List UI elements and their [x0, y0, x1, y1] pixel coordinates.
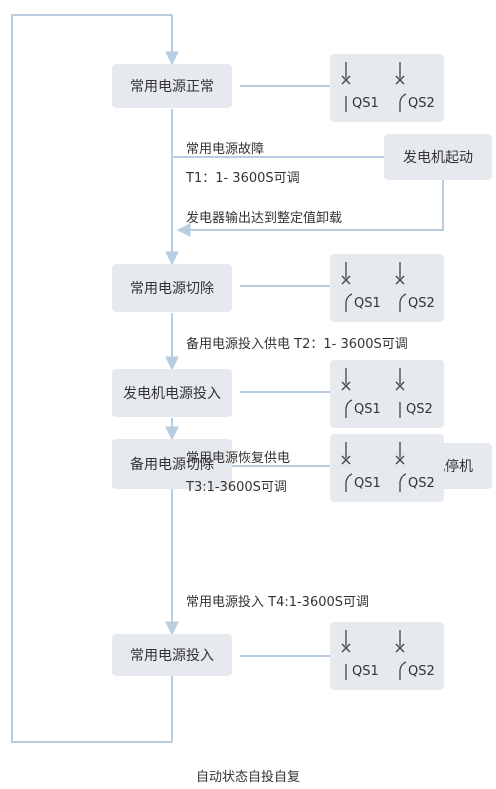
qs1-label: QS1 — [354, 402, 381, 417]
switch-symbols-5 — [341, 630, 407, 680]
generator-start-box: 发电机起动 — [384, 134, 492, 180]
qs1-label: QS1 — [354, 296, 381, 311]
label-backup-on-t2: 备用电源投入供电 T2：1- 3600S可调 — [186, 337, 408, 352]
state-normal-power: 常用电源正常 — [112, 64, 232, 108]
label-t1: T1：1- 3600S可调 — [186, 171, 300, 186]
switch-panel-2: QS1 QS2 — [330, 254, 444, 322]
switch-panel-4: QS1 QS2 — [330, 434, 444, 502]
switch-panel-5: QS1 QS2 — [330, 622, 444, 690]
qs2-label: QS2 — [406, 402, 433, 417]
switch-panel-3: QS1 QS2 — [330, 360, 444, 428]
qs1-label: QS1 — [352, 96, 379, 111]
state-generator-on: 发电机电源投入 — [112, 369, 232, 417]
switch-panel-1: QS1 QS2 — [330, 54, 444, 122]
switch-symbols-3 — [341, 368, 405, 418]
qs2-label: QS2 — [408, 476, 435, 491]
label-normal-restore: 常用电源恢复供电 — [186, 451, 291, 466]
qs1-label: QS1 — [354, 476, 381, 491]
qs2-label: QS2 — [408, 296, 435, 311]
qs2-label: QS2 — [408, 664, 435, 679]
qs1-label: QS1 — [352, 664, 379, 679]
gen-feedback-line — [176, 180, 444, 237]
return-loop-line — [11, 14, 172, 743]
label-normal-fault: 常用电源故障 — [186, 142, 265, 157]
label-normal-on-t4: 常用电源投入 T4:1-3600S可调 — [186, 595, 370, 610]
state-backup-cut: 备用电源切除 — [112, 439, 232, 489]
switch-symbols-4 — [341, 442, 407, 492]
switch-symbols-2 — [341, 262, 407, 312]
state-normal-cut: 常用电源切除 — [112, 264, 232, 312]
state-normal-on: 常用电源投入 — [112, 634, 232, 676]
diagram-caption: 自动状态自投自复 — [195, 770, 300, 785]
qs2-label: QS2 — [408, 96, 435, 111]
switch-symbols-1 — [341, 62, 407, 112]
label-gen-output: 发电器输出达到整定值卸载 — [186, 211, 343, 226]
label-t3: T3:1-3600S可调 — [186, 480, 287, 495]
